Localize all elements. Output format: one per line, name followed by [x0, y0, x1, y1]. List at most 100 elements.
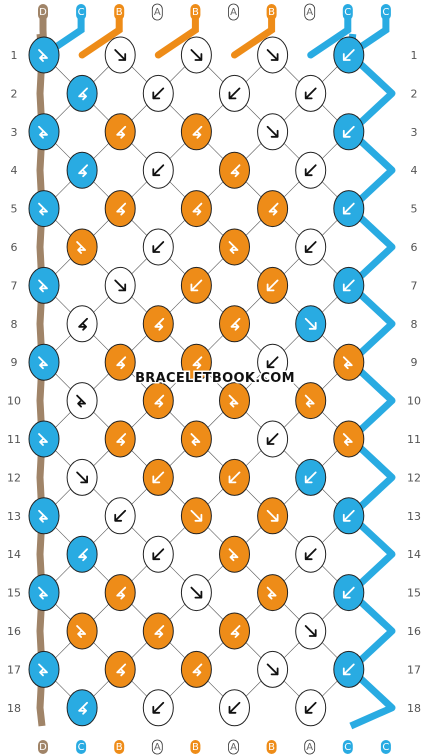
knot-arrow	[228, 87, 241, 100]
strand-top-letter: C	[344, 7, 351, 18]
row-label-left: 17	[7, 663, 21, 676]
knot	[257, 36, 289, 74]
knot	[28, 113, 60, 151]
knot	[104, 190, 136, 228]
knot	[104, 266, 136, 304]
knot	[257, 190, 289, 228]
knot	[333, 343, 365, 381]
knot-arrow	[116, 433, 127, 446]
row-label-right: 15	[407, 587, 421, 600]
knot-arrow	[266, 433, 279, 445]
knot	[219, 228, 250, 266]
knot-arrow	[304, 625, 317, 637]
watermark: BRACELETBOOK.COM	[135, 371, 295, 386]
row-label-left: 9	[11, 356, 18, 369]
knot	[219, 458, 250, 496]
knot-arrow	[266, 586, 277, 600]
row-label-left: 4	[11, 164, 18, 177]
strand-bottom-end	[151, 739, 163, 755]
knot	[295, 382, 327, 420]
knot	[28, 650, 60, 688]
knot	[66, 305, 98, 343]
knot-arrow	[304, 548, 317, 561]
row-label-left: 14	[7, 548, 21, 561]
knot	[333, 497, 365, 535]
knot-layer	[28, 36, 365, 727]
knot	[142, 382, 174, 420]
knot	[333, 266, 365, 304]
row-label-left: 8	[11, 318, 18, 331]
knot-arrow	[114, 509, 127, 522]
knot	[295, 228, 327, 266]
knot-arrow	[192, 356, 203, 370]
knot-arrow	[38, 125, 48, 139]
row-label-right: 11	[407, 433, 421, 446]
knot	[257, 113, 289, 151]
knot-arrow	[190, 586, 203, 599]
knot	[219, 535, 250, 573]
row-label-left: 5	[11, 203, 18, 216]
knot-arrow	[190, 509, 203, 522]
row-label-right: 7	[411, 279, 418, 292]
strand-bottom-letter: B	[116, 742, 123, 753]
knot	[257, 266, 289, 304]
row-label-right: 4	[411, 164, 418, 177]
knot-arrow	[78, 164, 88, 178]
knot-arrow	[114, 279, 127, 292]
knot	[219, 612, 250, 650]
strand-bottom-end	[266, 740, 277, 754]
strand-bottom-end	[228, 739, 239, 755]
strand-top-end	[266, 4, 277, 20]
row-label-right: 17	[407, 663, 421, 676]
knot-arrow	[342, 433, 353, 446]
knot-arrow	[78, 701, 88, 715]
knot-arrow	[266, 125, 279, 138]
knot	[180, 36, 212, 74]
knot	[219, 151, 250, 189]
strand-bottom-letter: D	[39, 742, 47, 753]
knot-arrow	[116, 125, 127, 139]
row-label-left: 16	[7, 625, 21, 638]
knot-arrow	[152, 701, 165, 714]
strand-top-end	[304, 3, 316, 21]
row-label-left: 10	[7, 395, 21, 408]
row-label-left: 15	[7, 587, 21, 600]
knot	[66, 689, 98, 727]
knot-arrow	[38, 279, 48, 293]
knot-arrow	[266, 279, 279, 292]
knot-arrow	[266, 663, 279, 676]
knot-arrow	[116, 356, 127, 370]
knot	[28, 266, 60, 304]
knot-arrow	[152, 164, 165, 177]
knot-arrow	[38, 586, 48, 600]
row-label-left: 18	[7, 702, 21, 715]
knot-arrow	[342, 279, 355, 292]
knot-arrow	[190, 433, 201, 446]
knot	[295, 535, 327, 573]
strand-bottom-letter: A	[154, 742, 161, 753]
knot-arrow	[342, 586, 355, 599]
strand-bottom-letter: C	[78, 742, 85, 753]
strand-top-end	[380, 4, 391, 20]
knot	[180, 497, 212, 535]
strand-bottom-end	[114, 740, 125, 754]
row-label-right: 2	[411, 87, 418, 100]
knot-arrow	[228, 394, 239, 408]
knot	[104, 650, 136, 688]
row-label-left: 12	[7, 471, 21, 484]
knot	[257, 574, 289, 612]
knot-arrow	[38, 356, 48, 370]
knot-arrow	[78, 317, 88, 331]
knot	[104, 420, 136, 458]
strand-top-path	[231, 14, 276, 59]
knot	[142, 228, 174, 266]
strand-top-end	[76, 4, 87, 20]
knot	[333, 650, 365, 688]
knot-arrow	[268, 202, 279, 216]
knot-arrow	[190, 49, 203, 61]
knot	[66, 151, 98, 189]
knot	[142, 689, 174, 727]
knot-arrow	[230, 164, 241, 178]
knot	[104, 574, 136, 612]
knot-arrow	[342, 356, 353, 370]
